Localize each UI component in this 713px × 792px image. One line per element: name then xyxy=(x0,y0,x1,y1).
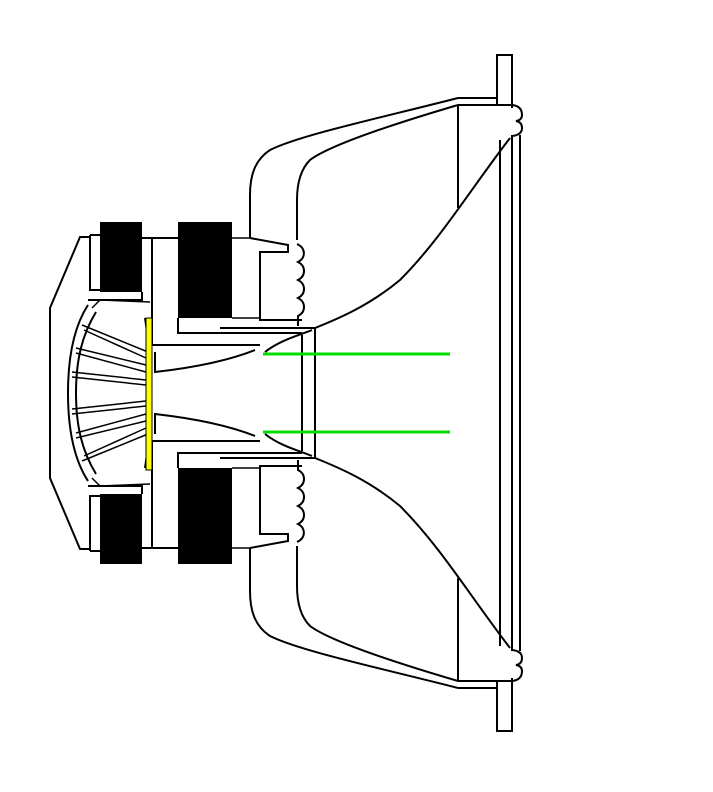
frame-flange xyxy=(496,54,513,108)
heatsink-fins xyxy=(71,299,151,386)
front-magnet xyxy=(178,222,232,318)
basket-leg xyxy=(249,237,302,321)
spider xyxy=(295,243,305,326)
voice-coil-former xyxy=(220,327,316,393)
frame-right-wall xyxy=(499,135,521,393)
rear-magnet xyxy=(100,222,142,292)
vent-flare xyxy=(264,329,313,353)
basket-inner xyxy=(296,104,459,240)
basket-outer xyxy=(249,97,459,238)
surround xyxy=(511,104,524,137)
rear-cap-outline xyxy=(49,236,90,393)
voice-coil xyxy=(145,317,153,471)
cone xyxy=(314,137,511,329)
frame-rim xyxy=(458,97,512,106)
rear-plate xyxy=(88,234,178,318)
top-plate xyxy=(177,318,302,334)
speaker-top-half xyxy=(49,54,524,394)
basket-bracket xyxy=(232,237,260,319)
